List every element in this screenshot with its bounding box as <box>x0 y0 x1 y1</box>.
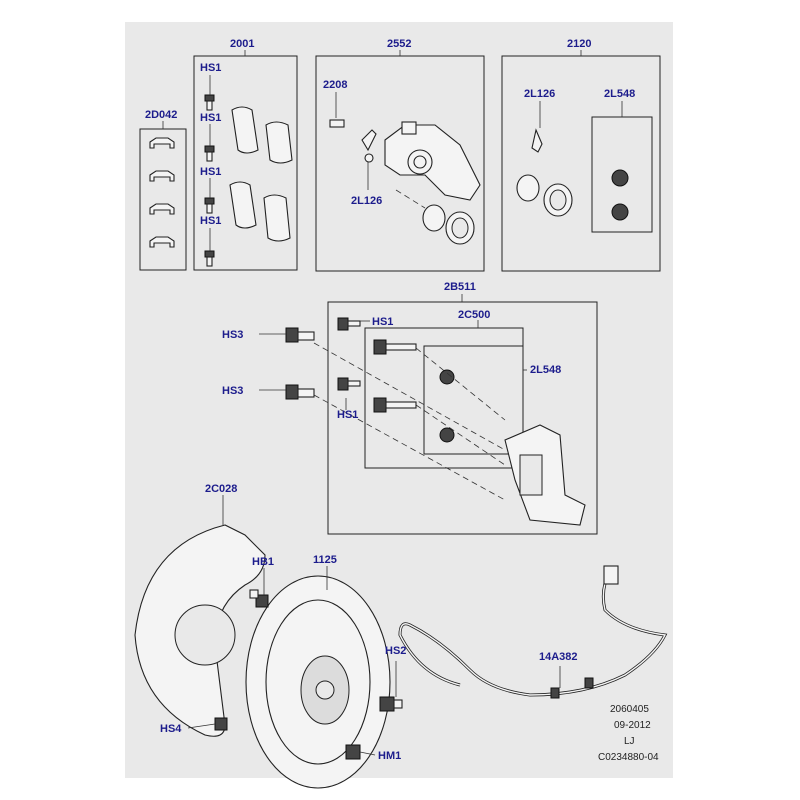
label-2L548-mid: 2L548 <box>530 364 561 376</box>
clip-parts-2D042 <box>149 137 175 248</box>
brake-disc-1125 <box>245 575 391 789</box>
label-14A382: 14A382 <box>539 651 578 663</box>
label-2D042: 2D042 <box>145 109 177 121</box>
label-2001: 2001 <box>230 38 254 50</box>
label-2120: 2120 <box>567 38 591 50</box>
label-hs1-5: HS1 <box>372 316 393 328</box>
label-2208: 2208 <box>323 79 347 91</box>
label-hs1-3: HS1 <box>200 166 221 178</box>
label-hs1-6: HS1 <box>337 409 358 421</box>
hs3-bolts <box>285 327 315 400</box>
label-hs1-1: HS1 <box>200 62 221 74</box>
label-hm1: HM1 <box>378 750 401 762</box>
dust-shield-2C028 <box>134 524 266 737</box>
label-hs1-4: HS1 <box>200 215 221 227</box>
label-2L126-left: 2L126 <box>351 195 382 207</box>
leader-lines <box>187 75 623 756</box>
label-2C028: 2C028 <box>205 483 237 495</box>
label-2L548-top: 2L548 <box>604 88 635 100</box>
box-2L548-mid <box>423 345 524 455</box>
label-hs2: HS2 <box>385 645 406 657</box>
guide-bolts <box>337 317 455 443</box>
reference-initials: LJ <box>624 736 635 747</box>
reference-code: 2060405 <box>610 704 649 715</box>
label-hs4: HS4 <box>160 723 182 735</box>
label-hb1: HB1 <box>252 556 274 568</box>
label-1125: 1125 <box>313 554 337 566</box>
label-2B511: 2B511 <box>444 281 476 293</box>
repair-kit-2120 <box>516 128 629 221</box>
brake-pads-2001 <box>229 106 293 242</box>
reference-part-number: C0234880-04 <box>598 752 659 763</box>
box-2B511 <box>327 301 598 535</box>
reference-date: 09-2012 <box>614 720 651 731</box>
label-2L126-right: 2L126 <box>524 88 555 100</box>
label-2552: 2552 <box>387 38 411 50</box>
label-hs3-1: HS3 <box>222 329 243 341</box>
wheel-speed-sensor-14A382 <box>398 565 668 699</box>
bolts-2001 <box>204 94 215 267</box>
box-2001 <box>193 55 298 271</box>
fasteners-lower <box>214 589 403 760</box>
label-2C500: 2C500 <box>458 309 490 321</box>
label-hs3-2: HS3 <box>222 385 243 397</box>
caliper-carrier <box>504 424 586 526</box>
label-hs1-2: HS1 <box>200 112 221 124</box>
caliper-2552 <box>329 119 481 245</box>
